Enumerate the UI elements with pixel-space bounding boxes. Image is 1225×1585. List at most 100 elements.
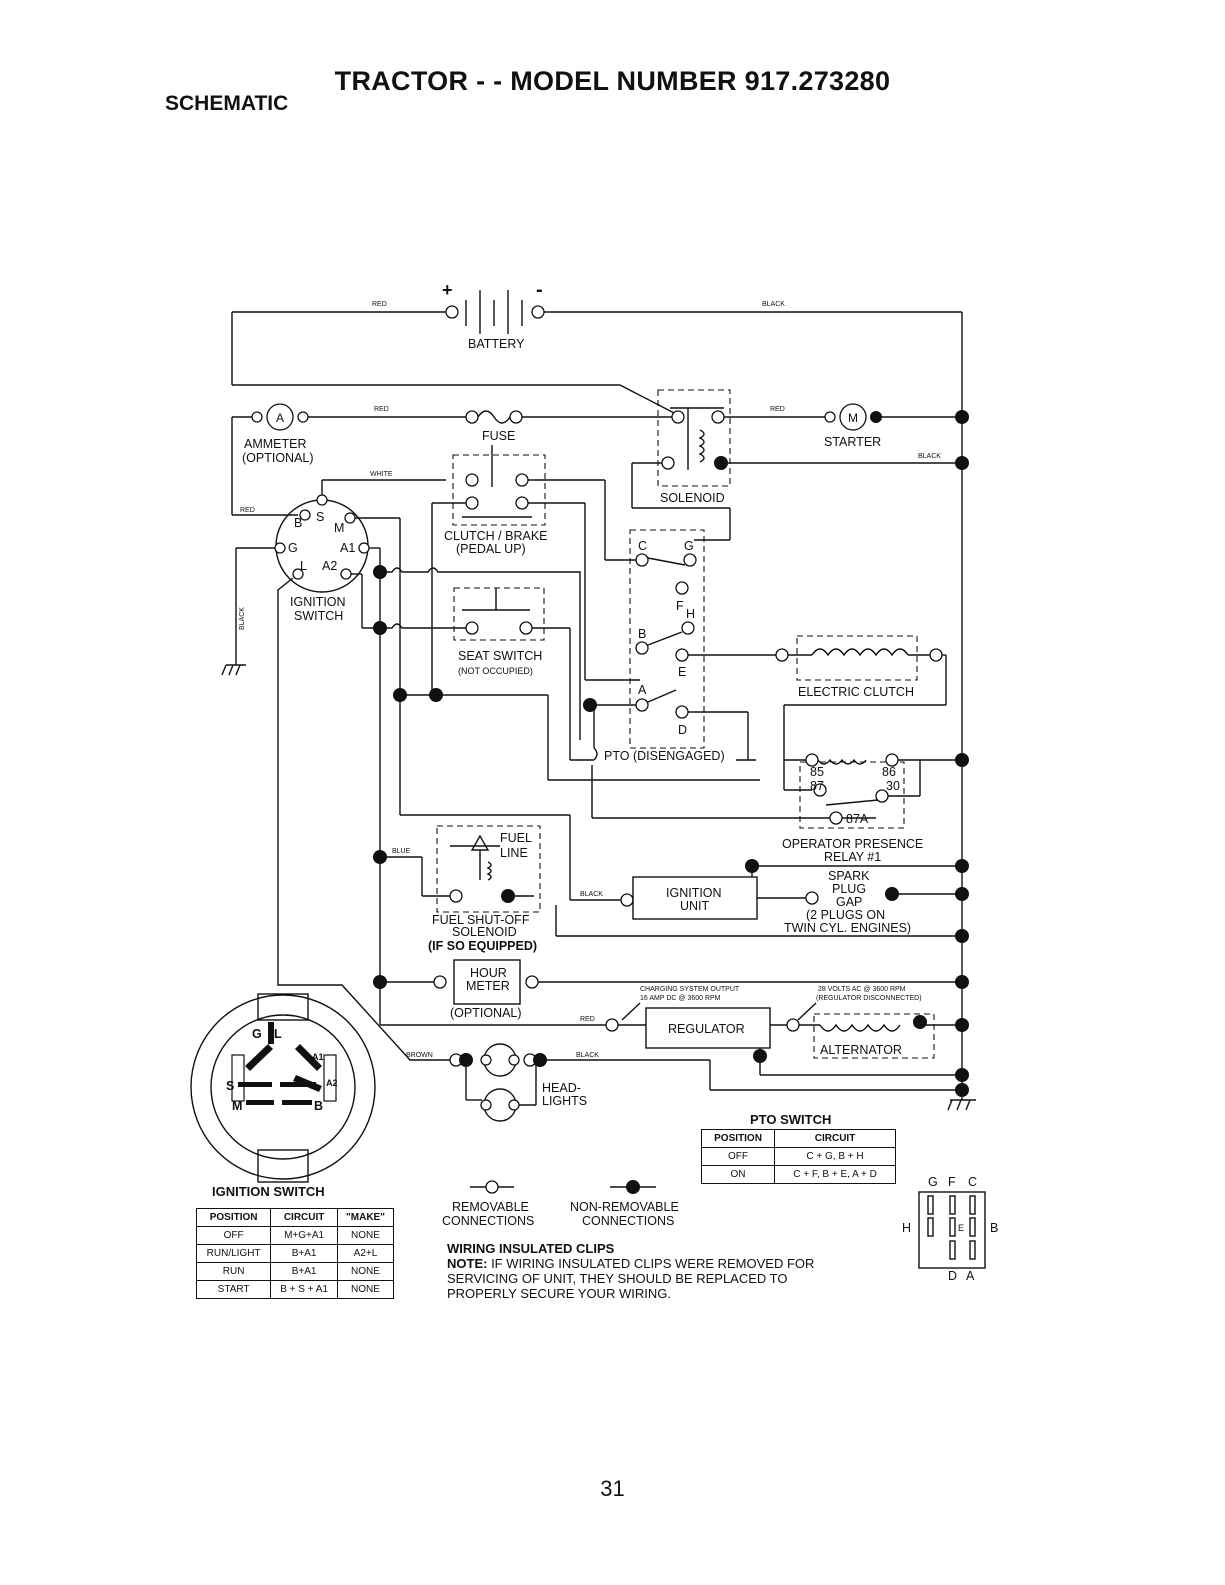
header-circuit: CIRCUIT	[774, 1129, 896, 1148]
charging-output-line2: 16 AMP DC @ 3600 RPM	[640, 995, 721, 1002]
spark-plug-label5: TWIN CYL. ENGINES)	[784, 921, 911, 935]
table-cell: START	[195, 1280, 272, 1299]
electric-clutch: ELECTRIC CLUTCH	[775, 635, 947, 791]
alternator-label: ALTERNATOR	[820, 1043, 902, 1057]
pto-table-title: PTO SWITCH	[750, 1112, 832, 1127]
solenoid-label: SOLENOID	[660, 491, 725, 505]
ignition-unit-label1: IGNITION	[666, 886, 722, 900]
ign-terminal-a2: A2	[322, 559, 337, 573]
ign-terminal-b: B	[294, 516, 302, 530]
connector-label-c: C	[968, 1175, 977, 1189]
relay-label1: OPERATOR PRESENCE	[782, 837, 923, 851]
ammeter-label: AMMETER	[244, 437, 307, 451]
battery: + - BATTERY RED BLACK	[232, 279, 962, 351]
table-row: START B + S + A1 NONE	[195, 1280, 394, 1299]
face-label-a2: A2	[326, 1078, 338, 1088]
charging-output-line1: CHARGING SYSTEM OUTPUT	[640, 986, 740, 993]
table-cell: B+A1	[270, 1244, 338, 1263]
page-subtitle: SCHEMATIC	[165, 92, 289, 115]
table-cell: A2+L	[337, 1244, 394, 1263]
volts-line1: 28 VOLTS AC @ 3600 RPM	[818, 986, 906, 993]
legend-nonremovable1: NON-REMOVABLE	[570, 1200, 679, 1214]
alternator: ALTERNATOR	[799, 1013, 962, 1059]
headlights-label1: HEAD-	[542, 1081, 581, 1095]
table-cell: RUN	[195, 1262, 272, 1281]
ignition-unit-label2: UNIT	[680, 899, 710, 913]
relay-terminal-85: 85	[810, 765, 824, 779]
solenoid: SOLENOID RED BLACK	[631, 389, 962, 541]
clips-note-label: NOTE:	[447, 1256, 488, 1271]
connector-label-f: F	[948, 1175, 956, 1189]
ign-terminal-s: S	[316, 510, 324, 524]
battery-minus: -	[536, 279, 543, 301]
table-row: OFF C + G, B + H	[700, 1147, 896, 1166]
battery-plus: +	[442, 280, 453, 300]
face-label-b: B	[314, 1099, 323, 1113]
face-label-m: M	[232, 1099, 242, 1113]
table-cell: C + G, B + H	[774, 1147, 896, 1166]
spark-plug-label4: (2 PLUGS ON	[806, 908, 885, 922]
ign-terminal-g: G	[288, 541, 298, 555]
table-row: ON C + F, B + E, A + D	[700, 1165, 896, 1184]
page-number: 31	[600, 1476, 625, 1501]
wire-color-red-ignition: RED	[240, 507, 255, 514]
table-cell: C + F, B + E, A + D	[774, 1165, 896, 1184]
table-cell: OFF	[700, 1147, 776, 1166]
table-cell: NONE	[337, 1280, 394, 1299]
fuel-line-label2: LINE	[500, 846, 528, 860]
pto-switch: C G F H B E A D PTO (DISENGAGED)	[604, 529, 725, 763]
ign-terminal-l: L	[300, 559, 307, 573]
spark-plug-label1: SPARK	[828, 869, 870, 883]
face-label-g: G	[252, 1027, 262, 1041]
connection-legend: REMOVABLE CONNECTIONS NON-REMOVABLE CONN…	[442, 1180, 679, 1228]
clips-note-line1: IF WIRING INSULATED CLIPS WERE REMOVED F…	[487, 1256, 815, 1271]
wire-color-black-ground: BLACK	[239, 607, 246, 630]
regulator-label: REGULATOR	[668, 1022, 745, 1036]
hour-meter-label1: HOUR	[470, 966, 507, 980]
wire-color-black-headlights: BLACK	[576, 1052, 599, 1059]
connector-label-h: H	[902, 1221, 911, 1235]
volts-line2: (REGULATOR DISCONNECTED)	[816, 995, 922, 1002]
clutch-brake-label2: (PEDAL UP)	[456, 542, 526, 556]
starter-label: STARTER	[824, 435, 881, 449]
page-title: TRACTOR - - MODEL NUMBER 917.273280	[334, 66, 891, 96]
table-cell: B + S + A1	[270, 1280, 338, 1299]
face-label-a1: A1	[312, 1052, 324, 1062]
ignition-switch-label1: IGNITION	[290, 595, 346, 609]
ign-terminal-m: M	[334, 521, 344, 535]
pto-switch-table: POSITION CIRCUIT OFF C + G, B + H ON C +…	[700, 1129, 896, 1184]
table-row: OFF M+G+A1 NONE	[195, 1226, 394, 1245]
spark-plug-label2: PLUG	[832, 882, 866, 896]
starter: M STARTER	[824, 403, 962, 449]
pto-terminal-g: G	[684, 539, 694, 553]
hour-meter-label3: (OPTIONAL)	[450, 1006, 522, 1020]
pto-terminal-c: C	[638, 539, 647, 553]
wire-color-black-battery: BLACK	[762, 301, 785, 308]
header-position: POSITION	[195, 1208, 272, 1227]
relay-terminal-30: 30	[886, 779, 900, 793]
pto-terminal-h: H	[686, 607, 695, 621]
pto-terminal-e: E	[678, 665, 686, 679]
table-cell: RUN/LIGHT	[195, 1244, 272, 1263]
spark-plug: SPARK PLUG GAP (2 PLUGS ON TWIN CYL. ENG…	[784, 869, 962, 935]
ammeter-letter: A	[276, 411, 284, 425]
connector-label-g: G	[928, 1175, 938, 1189]
connector-label-d: D	[948, 1269, 957, 1283]
connector-label-b: B	[990, 1221, 998, 1235]
headlights-label2: LIGHTS	[542, 1094, 587, 1108]
legend-removable1: REMOVABLE	[452, 1200, 529, 1214]
wire-color-black-solenoid: BLACK	[918, 453, 941, 460]
table-row: RUN/LIGHT B+A1 A2+L	[195, 1244, 394, 1263]
seat-switch-label2: (NOT OCCUPIED)	[458, 666, 533, 676]
seat-switch: SEAT SWITCH (NOT OCCUPIED)	[453, 587, 571, 760]
regulator: REGULATOR	[380, 1007, 962, 1076]
table-cell: ON	[700, 1165, 776, 1184]
relay-label2: RELAY #1	[824, 850, 881, 864]
wire-color-red-ammeter: RED	[374, 406, 389, 413]
fuel-solenoid-label3: (IF SO EQUIPPED)	[428, 939, 537, 953]
ignition-unit: IGNITION UNIT	[620, 859, 962, 920]
ign-terminal-a1: A1	[340, 541, 355, 555]
clutch-brake-switch: CLUTCH / BRAKE (PEDAL UP)	[431, 445, 636, 695]
table-cell: NONE	[337, 1226, 394, 1245]
table-cell: OFF	[195, 1226, 272, 1245]
